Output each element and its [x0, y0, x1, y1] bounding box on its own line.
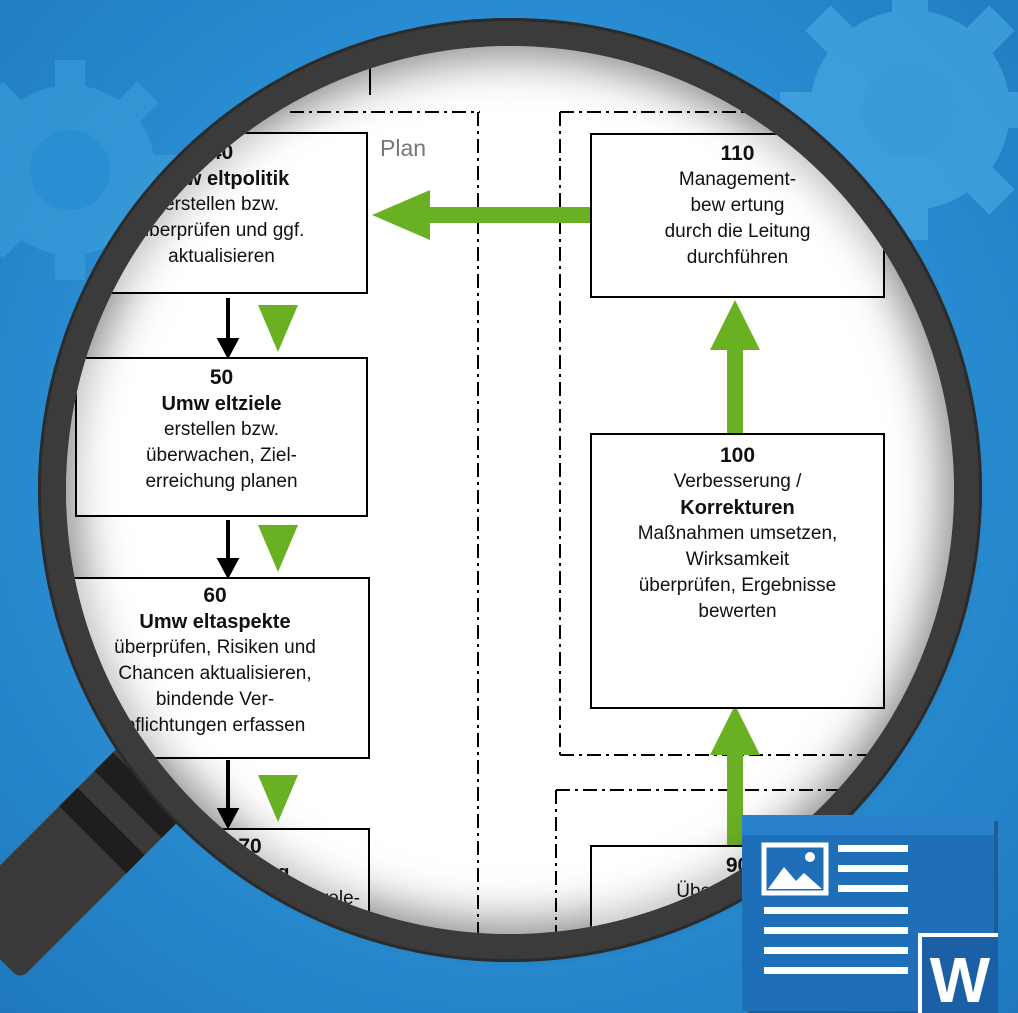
box-title: Management- — [678, 169, 797, 190]
process-box-110: 110 Management- bew ertung durch die Lei… — [590, 133, 885, 298]
box-title: Umw eltziele — [161, 393, 282, 415]
box-line: durchführen — [686, 247, 789, 268]
section-label-plan: Plan — [380, 135, 427, 161]
box-number: 110 — [720, 142, 755, 165]
box-line: pflichtungen erfassen — [124, 715, 306, 736]
box-line: vante Aspekte — [240, 914, 360, 934]
box-line: aktualisieren — [168, 246, 275, 267]
box-title: Planung — [210, 862, 290, 884]
section-borders — [216, 46, 954, 934]
box-line: erreichung planen — [145, 471, 298, 492]
box-line: überprüfen, Ergebnisse — [638, 575, 837, 596]
box-number: 100 — [719, 444, 756, 467]
box-line: Chancen aktualisieren, — [118, 663, 312, 684]
box-line: überprüfen und ggf. — [138, 220, 305, 241]
box-title: Verbesserung / — [673, 471, 802, 492]
box-title-2: bew ertung — [690, 195, 785, 216]
box-number: 40 — [209, 141, 234, 164]
box-title: Umw eltaspekte — [139, 611, 291, 633]
box-line: erstellen bzw. — [163, 194, 280, 215]
box-title-2: Korrekturen — [680, 497, 795, 519]
process-box-50: 50 Umw eltziele erstellen bzw. überwache… — [75, 357, 368, 517]
process-box-60: 60 Umw eltaspekte überprüfen, Risiken un… — [66, 577, 370, 759]
box-number: 70 — [238, 835, 262, 858]
box-number: 50 — [209, 366, 234, 389]
magnifier-glass: Plan 40 Umw eltpolitik erstellen bzw. üb… — [66, 46, 954, 934]
box-line: Wirksamkeit — [685, 549, 790, 570]
box-line: überwachen, Ziel- — [145, 445, 298, 466]
word-letter: W — [930, 944, 991, 1013]
box-line: bewerten — [698, 601, 777, 622]
box-line: für rele- — [294, 888, 360, 909]
box-line: überprüfen, Risiken und — [114, 637, 316, 658]
word-document-icon: W — [742, 815, 998, 1013]
box-line: Maßnahmen umsetzen, — [637, 523, 838, 544]
box-line: erstellen bzw. — [163, 419, 280, 440]
box-line: durch die Leitung — [664, 221, 811, 242]
process-box-100: 100 Verbesserung / Korrekturen Maßnahmen… — [590, 433, 885, 709]
box-title: Umw eltpolitik — [153, 168, 290, 190]
process-box-70: 70 Planung für rele- vante Aspekte — [130, 828, 370, 934]
process-box-40: 40 Umw eltpolitik erstellen bzw. überprü… — [75, 132, 368, 294]
box-number: 60 — [203, 584, 227, 607]
flow-diagram: Plan 40 Umw eltpolitik erstellen bzw. üb… — [66, 46, 954, 934]
box-line: bindende Ver- — [155, 689, 275, 710]
